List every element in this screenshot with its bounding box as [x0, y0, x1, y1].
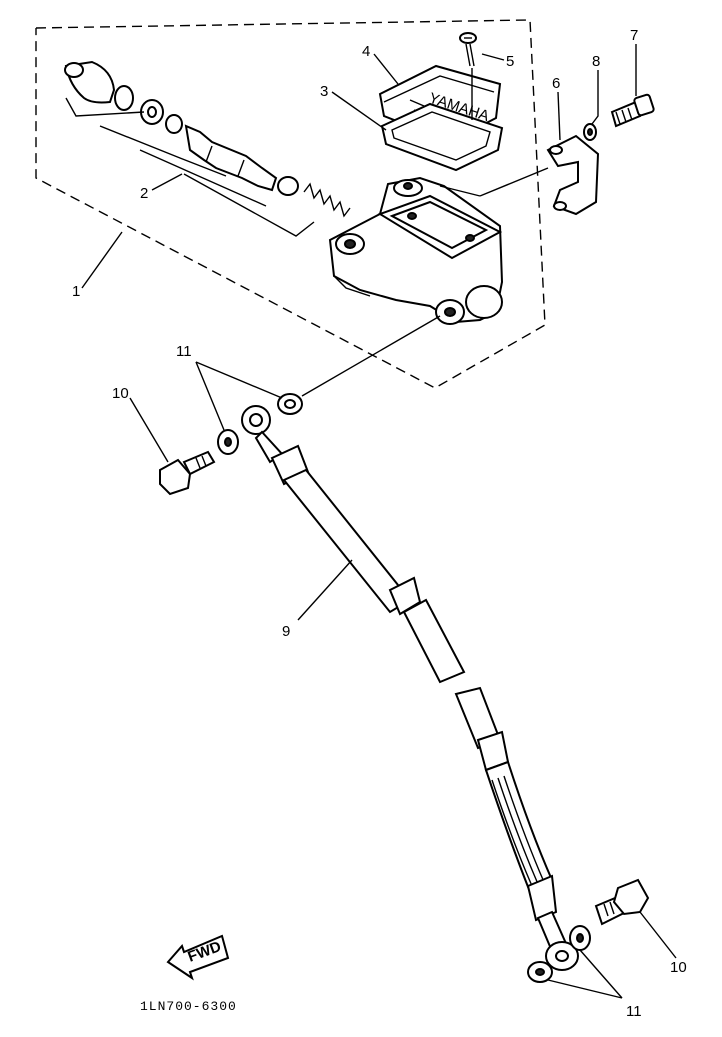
- holder-bolt: [610, 93, 655, 128]
- leader-line: [547, 979, 623, 999]
- cap-screw: [459, 32, 477, 67]
- leader-line: [639, 911, 677, 959]
- leader-line: [195, 361, 283, 399]
- sealing-washer-body: [277, 393, 303, 415]
- leader-line: [129, 397, 169, 463]
- callout-2: 2: [140, 185, 148, 202]
- leader-line: [479, 167, 549, 197]
- leader-line: [99, 125, 227, 177]
- spring-washer: [583, 123, 597, 141]
- piston-kit: [64, 60, 351, 218]
- leader-line: [139, 149, 267, 207]
- boot-opening: [64, 62, 84, 78]
- callout-10-upper: 10: [112, 385, 129, 402]
- callout-3: 3: [320, 83, 328, 100]
- leader-line: [183, 173, 315, 237]
- callout-5: 5: [506, 53, 514, 70]
- sealing-washer-lower-a: [569, 925, 591, 951]
- leader-line: [557, 91, 561, 141]
- brake-hose: [241, 405, 579, 971]
- callout-7: 7: [630, 27, 638, 44]
- callout-10-lower: 10: [670, 959, 687, 976]
- drawing-code: 1LN700-6300: [140, 999, 237, 1014]
- piston-groove: [237, 159, 245, 177]
- union-bolt-lower: [594, 878, 650, 926]
- callout-8: 8: [592, 53, 600, 70]
- piston: [184, 124, 278, 192]
- master-cylinder-body: [328, 176, 504, 325]
- sealing-washer-upper: [217, 429, 239, 455]
- callout-11-lower: 11: [626, 1003, 642, 1020]
- callout-4: 4: [362, 43, 370, 60]
- leader-line: [151, 173, 183, 191]
- callout-9: 9: [282, 623, 290, 640]
- leader-line: [301, 315, 441, 397]
- diaphragm: [380, 102, 504, 172]
- union-bolt-upper: [159, 450, 216, 496]
- return-spring: [303, 182, 351, 218]
- leader-line: [195, 361, 225, 431]
- primary-cup: [277, 176, 299, 196]
- leader-line: [579, 949, 623, 999]
- leader-line: [373, 53, 399, 85]
- piston-groove: [205, 145, 213, 163]
- leader-line: [331, 91, 387, 131]
- handlebar-holder: [546, 134, 600, 216]
- leader-line: [481, 53, 505, 61]
- circlip: [114, 85, 134, 111]
- leader-line: [439, 185, 481, 197]
- callout-1: 1: [72, 283, 80, 300]
- leader-line: [591, 70, 599, 125]
- leader-line: [81, 231, 123, 289]
- leader-line: [297, 559, 353, 621]
- forward-arrow-icon: FWD: [166, 934, 230, 981]
- leader-line: [65, 97, 145, 117]
- callout-11-upper: 11: [176, 343, 192, 360]
- washer-hole: [147, 106, 157, 118]
- sealing-washer-lower-b: [527, 961, 553, 983]
- piston-seal: [165, 114, 183, 134]
- callout-6: 6: [552, 75, 560, 92]
